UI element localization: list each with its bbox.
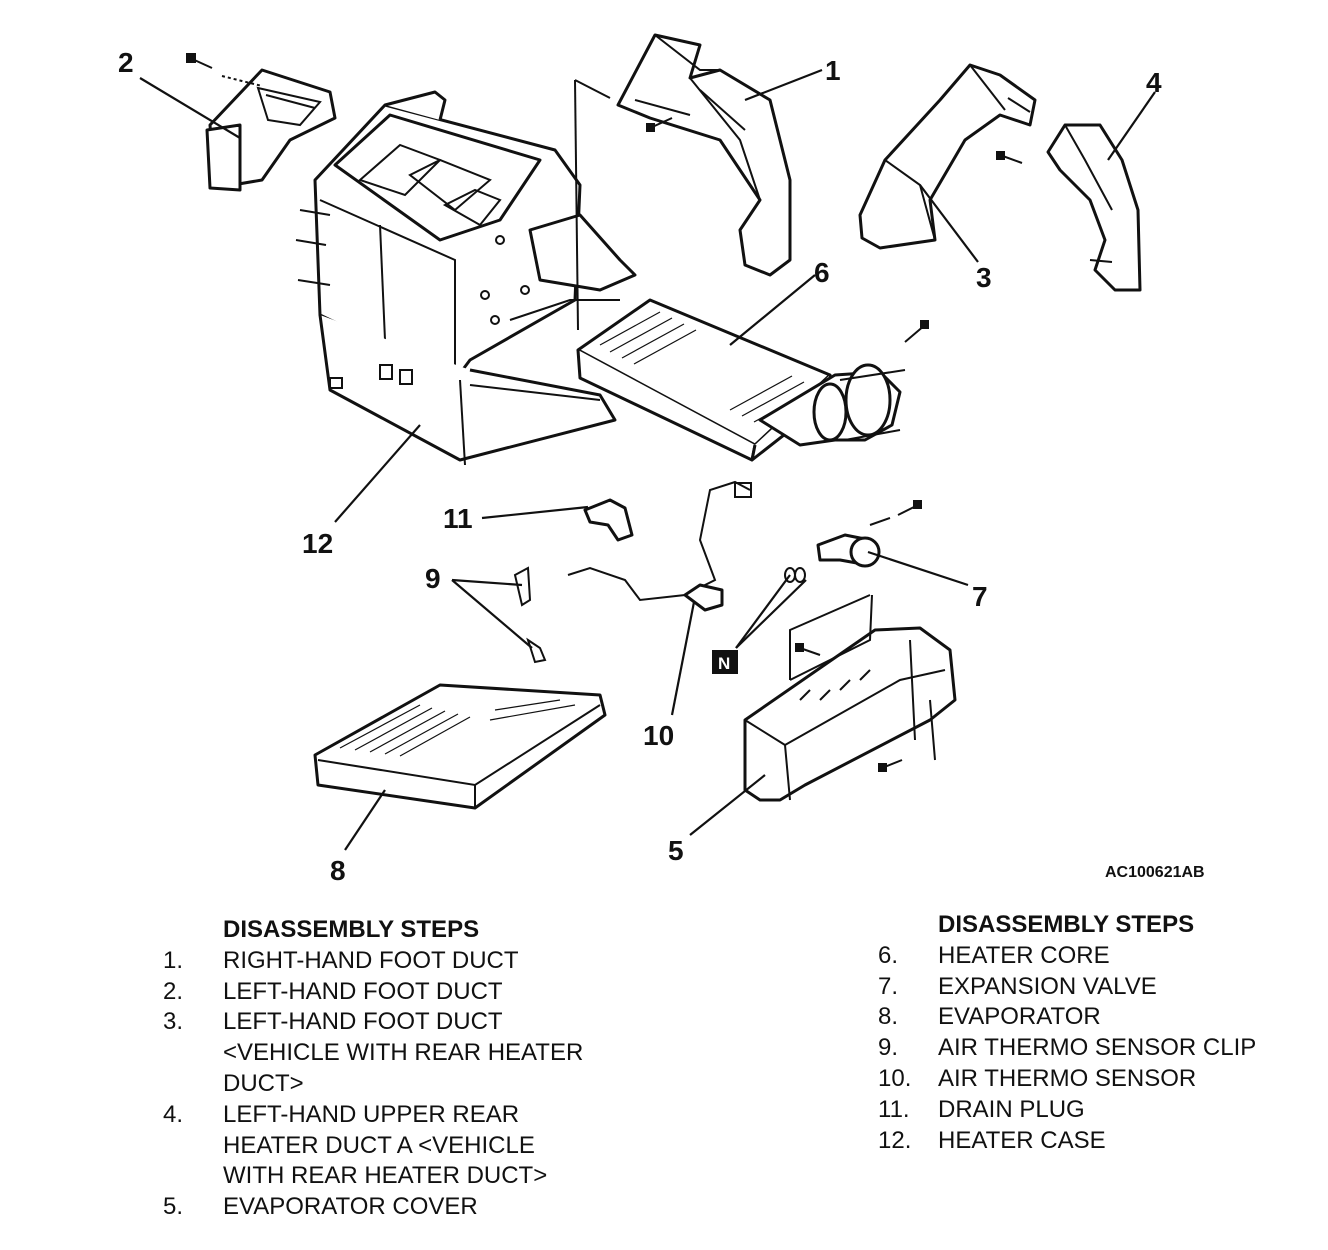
air-thermo-sensor-clip [513, 566, 547, 664]
screw-icon [878, 759, 903, 772]
step-number: 6. [878, 941, 899, 969]
svg-text:N: N [718, 654, 730, 673]
step-item: 12. HEATER CASE [878, 1126, 1308, 1157]
callout-10: 10 [643, 720, 674, 751]
evaporator-fins [339, 699, 576, 757]
screw-icon [795, 643, 821, 656]
step-number: 1. [163, 946, 184, 974]
callout-9: 9 [425, 563, 441, 594]
step-item: 1. RIGHT-HAND FOOT DUCT [163, 946, 663, 977]
step-text: HEATER CASE [938, 1126, 1106, 1154]
o-ring-icon [784, 567, 806, 583]
steps-heading: DISASSEMBLY STEPS [938, 911, 1195, 938]
air-thermo-sensor [567, 480, 752, 612]
screw-icon [646, 117, 673, 132]
step-number: 11. [878, 1095, 910, 1123]
disassembly-steps-left: DISASSEMBLY STEPS 1. RIGHT-HAND FOOT DUC… [163, 915, 663, 1223]
step-number: 4. [163, 1100, 184, 1128]
step-number: 7. [878, 972, 899, 1000]
callout-2: 2 [118, 47, 134, 78]
callout-7: 7 [972, 581, 988, 612]
step-item: 3. LEFT-HAND FOOT DUCT <VEHICLE WITH REA… [163, 1007, 663, 1099]
step-item: 5. EVAPORATOR COVER [163, 1192, 663, 1223]
callout-4: 4 [1146, 67, 1162, 98]
step-number: 9. [878, 1034, 899, 1062]
heater-core [576, 298, 906, 462]
callout-1: 1 [825, 55, 841, 86]
step-number: 12. [878, 1126, 912, 1154]
step-item: 8. EVAPORATOR [878, 1002, 1308, 1033]
step-item: 6. HEATER CORE [878, 941, 1308, 972]
step-text: EVAPORATOR COVER [223, 1193, 478, 1221]
screw-icon [897, 500, 922, 516]
left-hand-upper-rear-heater-duct-a [1046, 123, 1142, 292]
callout-11: 11 [443, 503, 473, 534]
step-item: 2. LEFT-HAND FOOT DUCT [163, 977, 663, 1008]
figure-id: AC100621AB [1105, 864, 1205, 881]
step-number: 3. [163, 1008, 184, 1036]
screw-icon [904, 320, 929, 343]
step-number: 10. [878, 1064, 912, 1092]
right-hand-foot-duct [616, 33, 792, 277]
step-text: RIGHT-HAND FOOT DUCT [223, 946, 519, 974]
left-hand-foot-duct [205, 68, 337, 192]
step-item: 4. LEFT-HAND UPPER REAR HEATER DUCT A <V… [163, 1100, 663, 1192]
n-badge: N [712, 650, 738, 674]
step-text: LEFT-HAND UPPER REAR HEATER DUCT A <VEHI… [223, 1100, 548, 1190]
step-text: LEFT-HAND FOOT DUCT <VEHICLE WITH REAR H… [223, 1008, 584, 1097]
step-text: LEFT-HAND FOOT DUCT [223, 977, 503, 1005]
exploded-view-diagram: 1 2 3 4 5 6 7 8 9 10 11 12 N AC100621AB [118, 33, 1205, 886]
leader-lines [139, 68, 1156, 851]
step-text: AIR THERMO SENSOR CLIP [938, 1034, 1257, 1062]
callout-3: 3 [976, 262, 992, 293]
evaporator [313, 683, 607, 810]
evaporator-cover [743, 594, 957, 802]
step-number: 5. [163, 1193, 184, 1221]
step-text: EVAPORATOR [938, 1003, 1101, 1031]
step-text: HEATER CORE [938, 941, 1110, 969]
screw-icon [996, 151, 1023, 164]
step-text: AIR THERMO SENSOR [938, 1064, 1197, 1092]
steps-heading: DISASSEMBLY STEPS [223, 916, 480, 943]
callout-5: 5 [668, 835, 684, 866]
step-item: 10. AIR THERMO SENSOR [878, 1064, 1308, 1095]
disassembly-steps-right: DISASSEMBLY STEPS 6. HEATER CORE 7. EXPA… [878, 910, 1308, 1156]
expansion-valve [816, 517, 891, 568]
step-number: 2. [163, 977, 184, 1005]
heater-case [295, 90, 637, 466]
callout-8: 8 [330, 855, 346, 886]
callout-6: 6 [814, 257, 830, 288]
step-item: 9. AIR THERMO SENSOR CLIP [878, 1033, 1308, 1064]
drain-plug [583, 498, 634, 542]
step-item: 11. DRAIN PLUG [878, 1095, 1308, 1126]
step-number: 8. [878, 1003, 899, 1031]
step-item: 7. EXPANSION VALVE [878, 972, 1308, 1003]
step-text: EXPANSION VALVE [938, 972, 1157, 1000]
callout-12: 12 [302, 528, 333, 559]
screw-icon [186, 53, 213, 69]
step-text: DRAIN PLUG [938, 1095, 1085, 1123]
